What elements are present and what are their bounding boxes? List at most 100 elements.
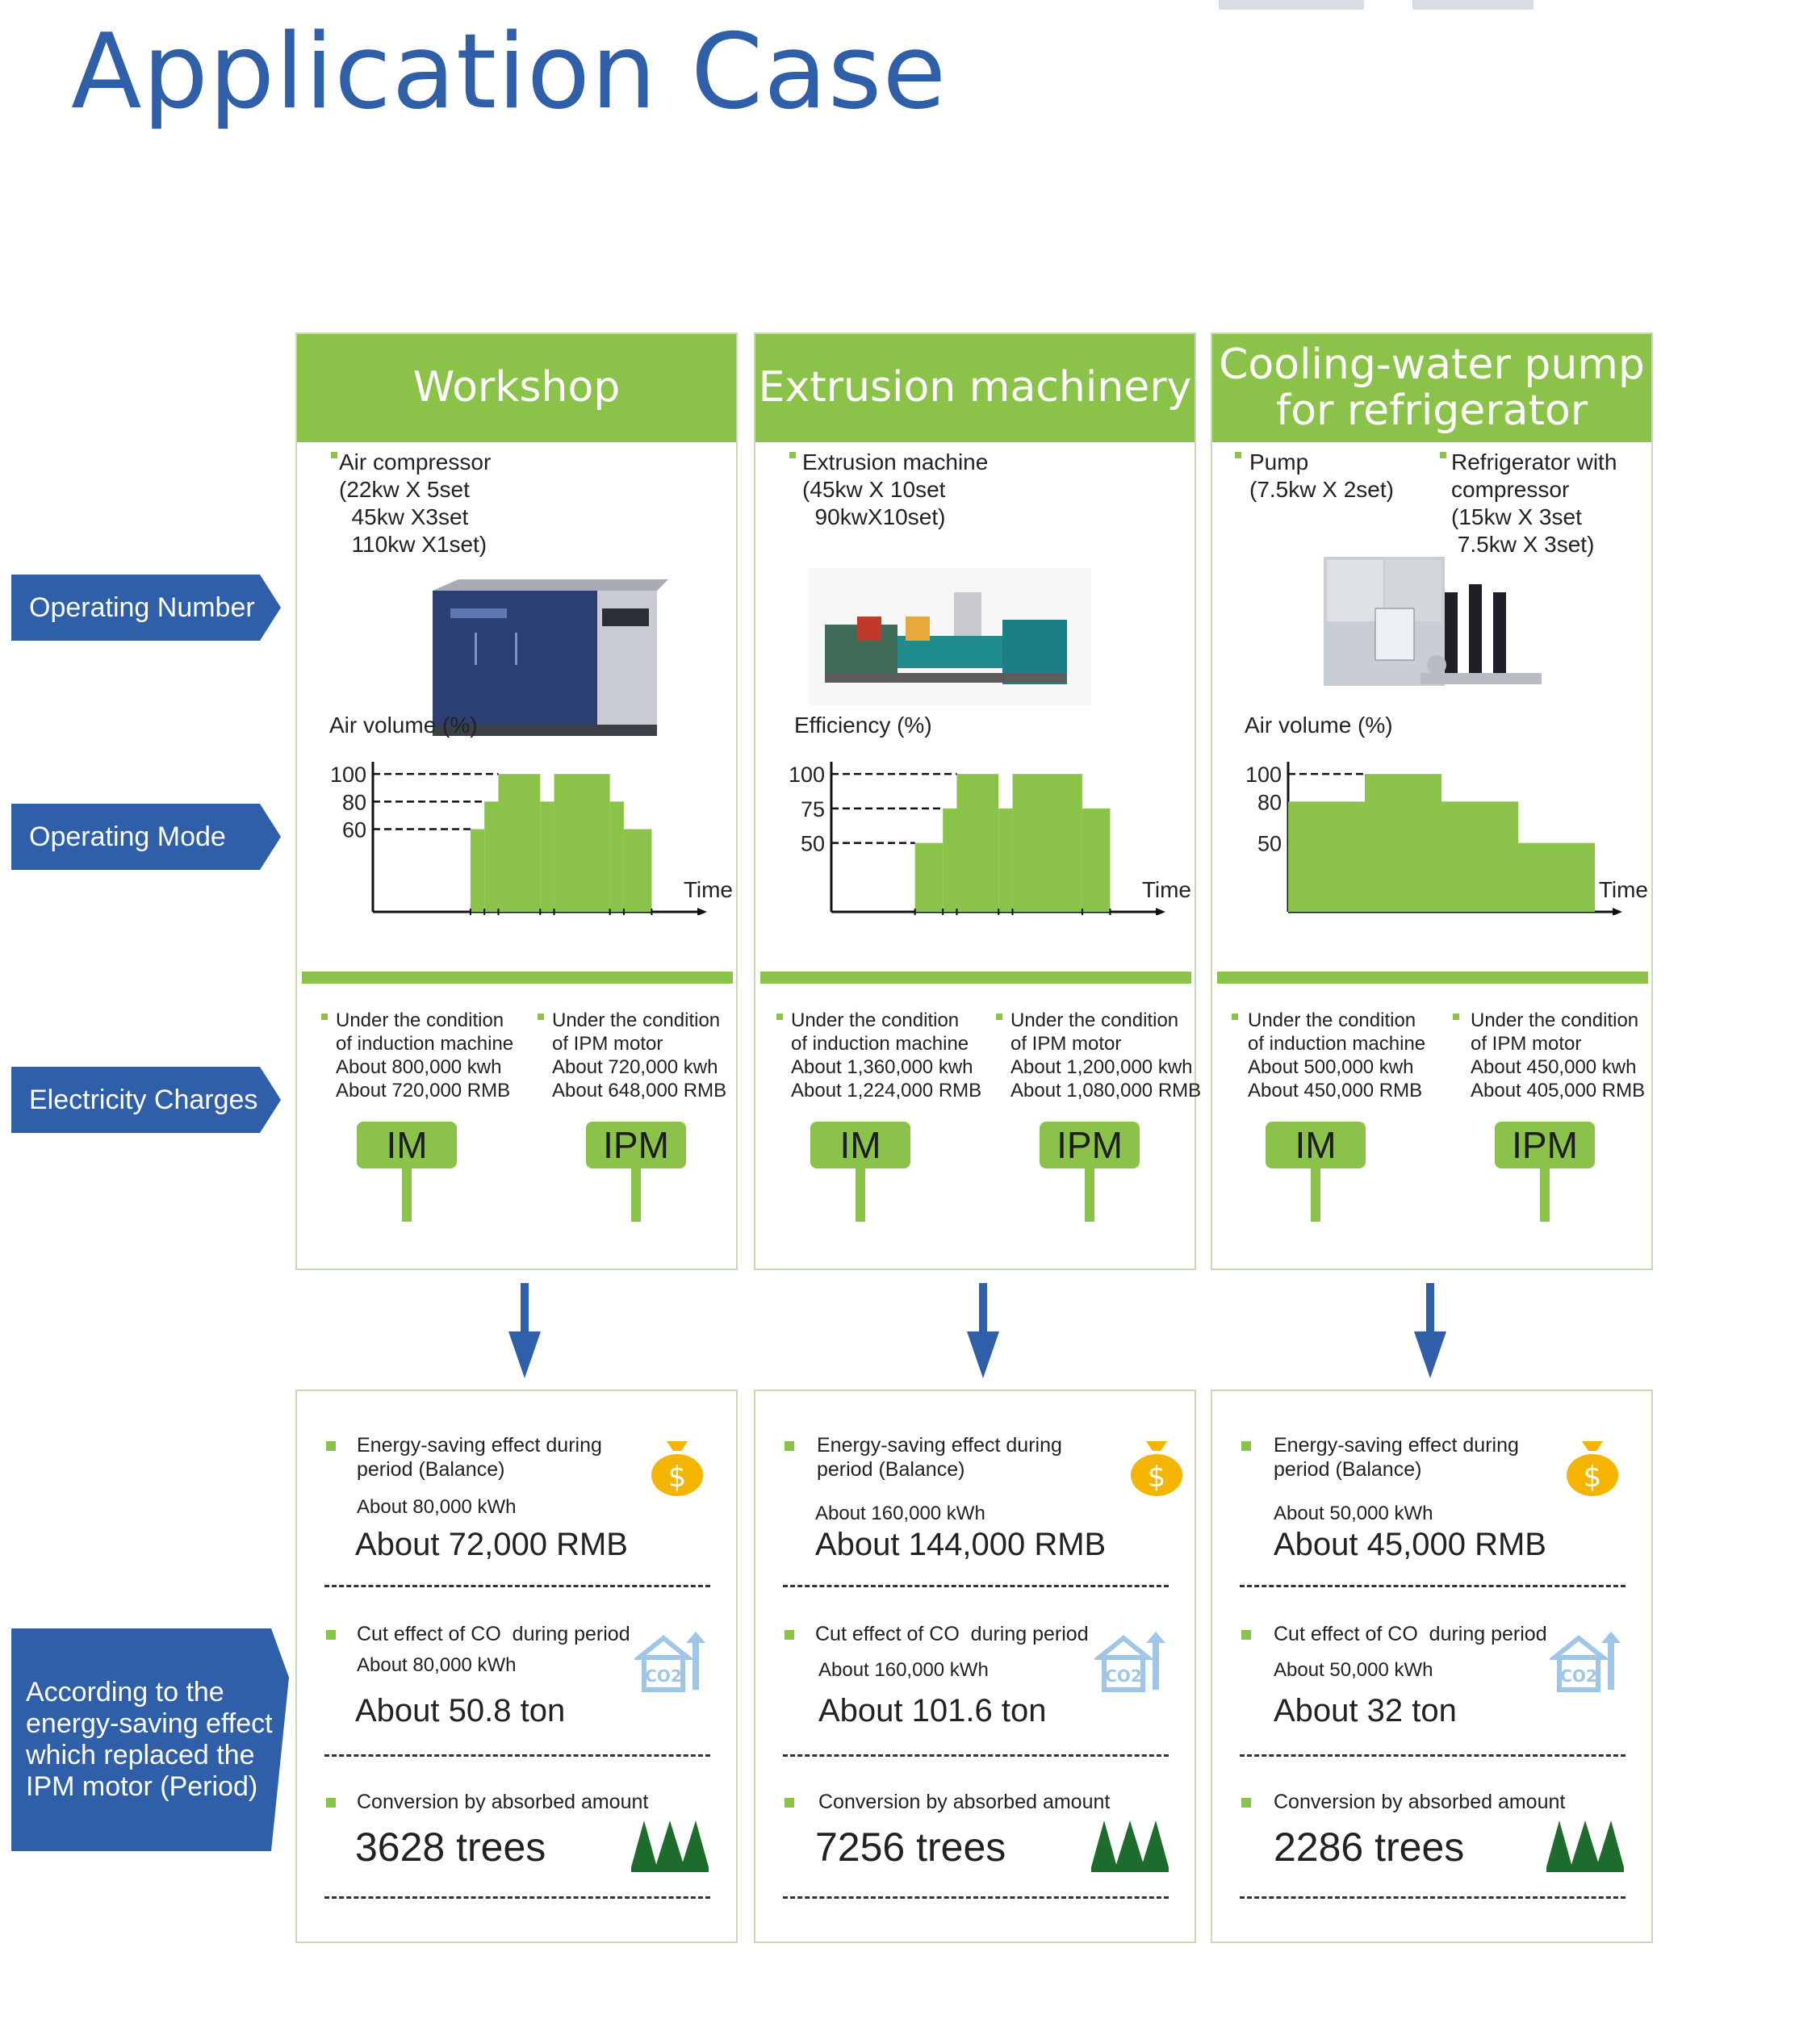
spec-text: Air compressor (22kw X 5set 45kw X3set 1…: [339, 449, 492, 557]
label-results-text: According to the energy-saving effect wh…: [26, 1676, 273, 1803]
dashed-divider: [783, 1754, 1169, 1757]
dashed-divider: [324, 1896, 710, 1899]
co2-kwh: About 80,000 kWh: [357, 1654, 517, 1676]
cond-bullet: [996, 1014, 1002, 1020]
dashed-divider: [1240, 1585, 1626, 1587]
chart-bar: [956, 774, 999, 912]
energy-label: Energy-saving effect during period (Bala…: [817, 1434, 1062, 1481]
panel-title: Extrusion machinery: [755, 334, 1195, 442]
down-arrow-icon: [967, 1283, 999, 1378]
chart-bar: [554, 774, 610, 912]
co2-house-label: CO2: [645, 1666, 682, 1686]
y-tick-label: 50: [801, 832, 825, 856]
trees-icon: [1546, 1820, 1624, 1872]
spec-bullet: [1440, 452, 1446, 458]
tree-label: Conversion by absorbed amount: [818, 1791, 1111, 1813]
dashed-divider: [1240, 1754, 1626, 1757]
chart-bar: [1012, 774, 1082, 912]
chart-bar: [484, 801, 499, 912]
chart-bar: [540, 801, 554, 912]
chart-bar: [998, 808, 1013, 912]
chart-bar: [943, 808, 957, 912]
chart-bar: [1082, 808, 1111, 912]
energy-kwh: About 50,000 kWh: [1274, 1503, 1433, 1524]
panel-extrusion: Extrusion machinery Extrusion machine (4…: [754, 332, 1201, 1270]
chart-bar: [914, 842, 944, 912]
x-axis-label: Time: [1142, 877, 1191, 902]
im-condition-text: Under the condition of induction machine…: [791, 1009, 982, 1101]
chart-bar: [623, 829, 652, 912]
result-bullet: [785, 1441, 794, 1451]
energy-label: Energy-saving effect during period (Bala…: [1274, 1434, 1519, 1481]
page-title: Application Case: [71, 12, 948, 132]
chart-ylabel: Air volume (%): [329, 713, 478, 738]
spec-text-pump: Pump (7.5kw X 2set): [1249, 449, 1394, 502]
tree-label: Conversion by absorbed amount: [1274, 1791, 1566, 1813]
spec-bullet: [1235, 452, 1241, 458]
y-tick-label: 80: [1257, 790, 1282, 814]
co2-house-icon: CO2: [1094, 1632, 1165, 1692]
result-bullet: [1241, 1630, 1251, 1640]
top-image-fragment-2: [1412, 0, 1533, 10]
chart-ylabel: Air volume (%): [1245, 713, 1393, 738]
pump-system-photo: [1324, 557, 1542, 686]
money-bag-icon: $: [1567, 1441, 1618, 1496]
co2-kwh: About 50,000 kWh: [1274, 1659, 1433, 1681]
spec-bullet: [789, 452, 796, 458]
money-bag-icon: $: [1131, 1441, 1182, 1496]
x-axis-arrow: [697, 908, 707, 915]
dashed-divider: [1240, 1896, 1626, 1899]
dashed-divider: [783, 1896, 1169, 1899]
trees-icon: [1091, 1820, 1169, 1872]
result-bullet: [1241, 1441, 1251, 1451]
x-axis-label: Time: [1599, 877, 1648, 902]
air-compressor-photo: [433, 579, 668, 736]
ipm-sign: IPM: [586, 1122, 686, 1168]
spec-text: Extrusion machine (45kw X 10set 90kwX10s…: [802, 449, 989, 529]
im-sign-post: [402, 1168, 412, 1222]
dashed-divider: [324, 1585, 710, 1587]
ipm-sign-post: [1540, 1168, 1550, 1222]
co2-ton: About 101.6 ton: [818, 1693, 1047, 1728]
energy-kwh: About 80,000 kWh: [357, 1496, 517, 1518]
co2-label: Cut effect of CO during period: [815, 1623, 1089, 1645]
chart-bar: [470, 829, 485, 912]
green-separator: [760, 972, 1191, 984]
panel-title: Workshop: [297, 334, 736, 442]
result-bullet: [326, 1630, 336, 1640]
co2-house-label: CO2: [1105, 1666, 1142, 1686]
co2-label: Cut effect of CO during period: [357, 1623, 630, 1645]
result-panel-cooling: Energy-saving effect during period (Bala…: [1211, 1390, 1653, 1943]
trees-count: 3628 trees: [355, 1825, 546, 1870]
panel-cooling-pump: Cooling-water pump for refrigerator Pump…: [1211, 332, 1653, 1270]
cond-bullet: [538, 1014, 544, 1020]
money-bag-symbol: $: [1148, 1461, 1166, 1494]
x-axis-label: Time: [684, 877, 733, 902]
trees-count: 2286 trees: [1274, 1825, 1465, 1870]
energy-kwh: About 160,000 kWh: [815, 1503, 985, 1524]
result-bullet: [326, 1798, 336, 1808]
energy-label: Energy-saving effect during period (Bala…: [357, 1434, 602, 1481]
ipm-sign-post: [631, 1168, 641, 1222]
co2-ton: About 32 ton: [1274, 1693, 1457, 1728]
chart-bar: [1365, 774, 1441, 912]
co2-kwh: About 160,000 kWh: [818, 1659, 989, 1681]
chart-bar: [609, 801, 624, 912]
chart-ylabel: Efficiency (%): [794, 713, 932, 738]
cond-bullet: [1453, 1014, 1459, 1020]
im-sign: IM: [1266, 1122, 1366, 1168]
im-condition-text: Under the condition of induction machine…: [336, 1009, 514, 1101]
cond-bullet: [776, 1014, 783, 1020]
money-bag-icon: $: [651, 1441, 703, 1496]
down-arrow-icon: [1414, 1283, 1446, 1378]
chart-workshop: 100806007891213171820Time: [330, 762, 733, 915]
co2-label: Cut effect of CO during period: [1274, 1623, 1547, 1645]
y-tick-label: 100: [1245, 763, 1282, 787]
energy-rmb: About 144,000 RMB: [815, 1527, 1107, 1562]
im-sign: IM: [357, 1122, 457, 1168]
ipm-sign: IPM: [1040, 1122, 1140, 1168]
co2-house-icon: CO2: [634, 1632, 705, 1692]
down-arrow-icon: [508, 1283, 541, 1378]
y-tick-label: 50: [1257, 832, 1282, 856]
trees-count: 7256 trees: [815, 1825, 1006, 1870]
